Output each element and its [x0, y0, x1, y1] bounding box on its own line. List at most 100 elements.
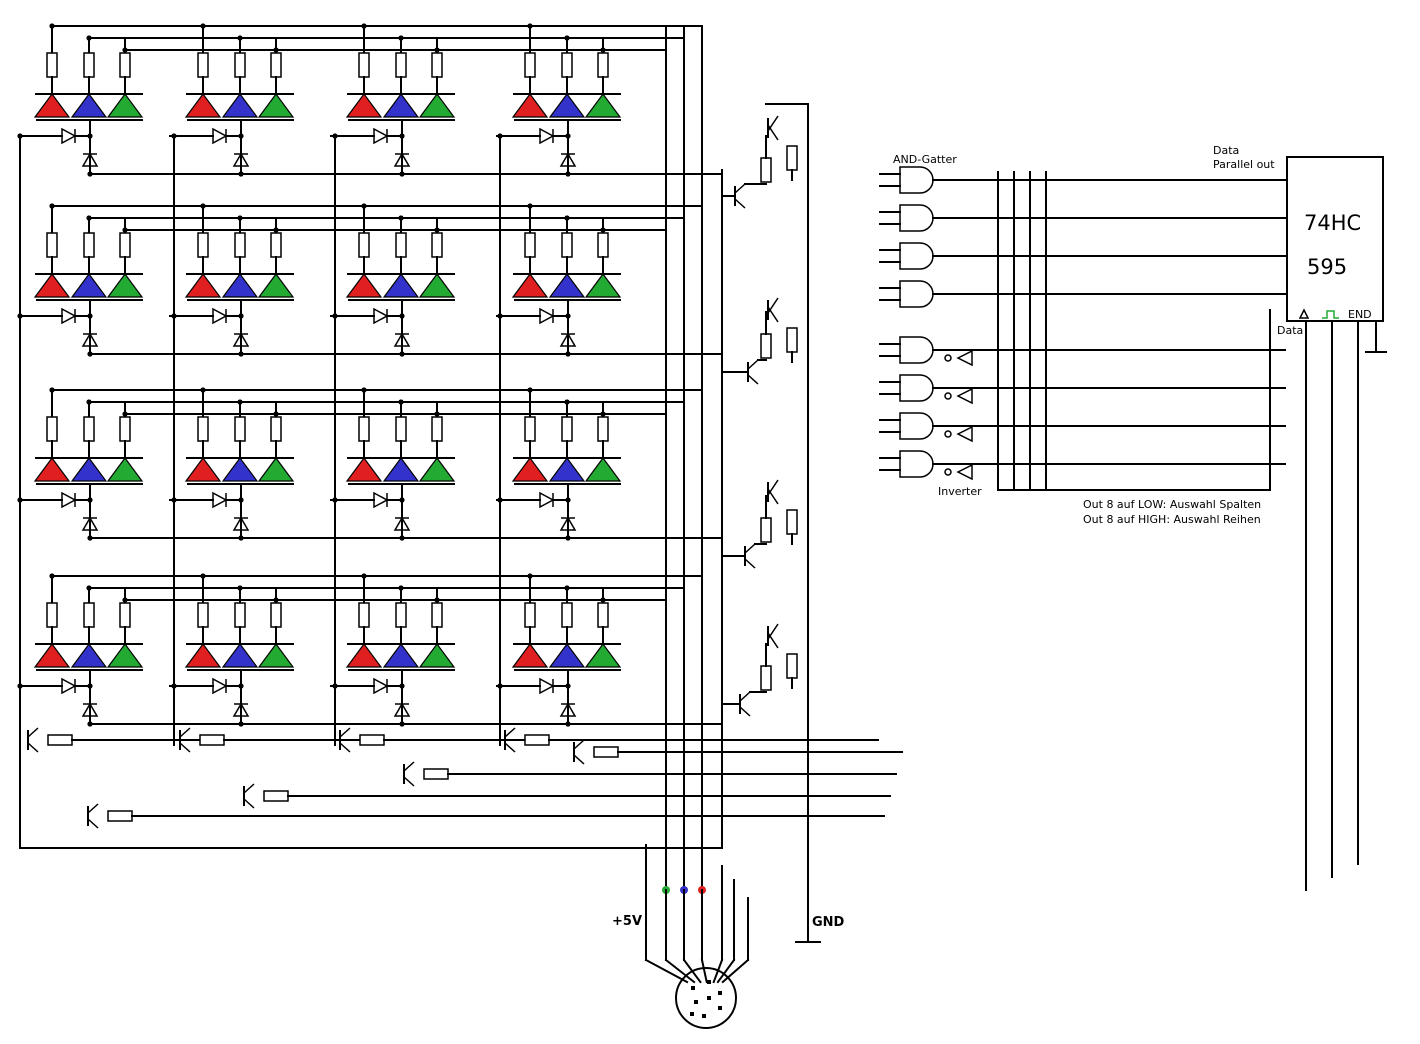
resistor: [760, 157, 772, 183]
resistor: [234, 52, 246, 78]
wire: [700, 958, 708, 984]
diode: [393, 516, 411, 531]
resistor: [83, 602, 95, 628]
diode: [232, 332, 250, 347]
wire: [19, 744, 723, 849]
led-blue: [221, 642, 259, 668]
pnp-driver: [767, 623, 798, 689]
transistor: [27, 727, 39, 753]
led-green: [257, 272, 295, 298]
diode: [212, 491, 228, 509]
column-bus: [332, 133, 338, 746]
junction-dot: [565, 535, 571, 541]
led-red: [33, 456, 71, 482]
junction-dot: [361, 387, 367, 393]
led-red: [184, 92, 222, 118]
rgb-led-cell: [169, 37, 295, 177]
note-high: Out 8 auf HIGH: Auswahl Reihen: [1083, 513, 1261, 526]
and-gate: [879, 412, 1286, 440]
and-gate-label: AND-Gatter: [893, 153, 957, 166]
led-red: [33, 642, 71, 668]
column-driver: [87, 803, 885, 829]
junction-dot: [87, 171, 93, 177]
junction-dot: [87, 683, 93, 689]
led-blue: [221, 456, 259, 482]
pnp-driver: [767, 479, 798, 545]
junction-dot: [399, 721, 405, 727]
row-color-bus: [49, 387, 723, 539]
inverter: [944, 425, 973, 443]
resistor: [395, 232, 407, 258]
junction-dot: [49, 203, 55, 209]
diode: [61, 491, 77, 509]
led-blue: [548, 642, 586, 668]
parallel-out-label: Parallel out: [1213, 158, 1275, 171]
row-color-bus: [49, 203, 723, 355]
led-green: [257, 642, 295, 668]
chip-body: [1286, 156, 1384, 322]
resistor: [597, 232, 609, 258]
resistor: [358, 232, 370, 258]
resistor: [597, 416, 609, 442]
rgb-led-cell: [169, 217, 295, 357]
resistor: [270, 232, 282, 258]
row-driver: [721, 643, 772, 717]
diode: [539, 491, 555, 509]
resistor: [83, 52, 95, 78]
diode: [81, 152, 99, 167]
led-blue: [221, 92, 259, 118]
junction-dot: [565, 313, 571, 319]
resistor: [561, 602, 573, 628]
diode: [81, 332, 99, 347]
and-gate: [879, 204, 1286, 232]
diode: [232, 152, 250, 167]
resistor: [561, 232, 573, 258]
column-driver: [243, 783, 891, 809]
row-driver: [721, 135, 772, 209]
junction-dot: [399, 683, 405, 689]
junction-dot: [238, 313, 244, 319]
resistor: [786, 653, 798, 679]
diode: [61, 677, 77, 695]
led-green: [106, 642, 144, 668]
transistor: [734, 183, 746, 209]
resistor: [119, 602, 131, 628]
resistor: [431, 232, 443, 258]
diode: [232, 516, 250, 531]
led-matrix: [18, 37, 622, 727]
resistor: [83, 416, 95, 442]
transistor: [767, 623, 779, 649]
junction-dot: [399, 313, 405, 319]
transistor: [179, 727, 191, 753]
rgb-led-cell: [18, 217, 144, 357]
transistor: [87, 803, 99, 829]
junction-dot: [200, 203, 206, 209]
note-low: Out 8 auf LOW: Auswahl Spalten: [1083, 498, 1262, 511]
junction-dot: [238, 721, 244, 727]
resistor: [524, 232, 536, 258]
resistor: [47, 734, 73, 746]
transistor: [504, 727, 516, 753]
led-green: [584, 92, 622, 118]
resistor: [561, 416, 573, 442]
resistor: [524, 734, 550, 746]
junction-dot: [527, 573, 533, 579]
inverter: [944, 463, 973, 481]
led-blue: [382, 92, 420, 118]
column-bus: [171, 133, 177, 746]
column-bus: [497, 133, 503, 746]
rgb-led-cell: [330, 37, 456, 177]
diode: [393, 702, 411, 717]
resistor: [561, 52, 573, 78]
junction-dot: [399, 535, 405, 541]
junction-dot: [565, 721, 571, 727]
wire: [721, 958, 750, 984]
diode: [393, 332, 411, 347]
connector-pin: [690, 1012, 694, 1016]
column-driver: [403, 761, 897, 787]
led-blue: [221, 272, 259, 298]
column-bus: [17, 133, 23, 746]
junction-dot: [200, 573, 206, 579]
resistor: [524, 602, 536, 628]
